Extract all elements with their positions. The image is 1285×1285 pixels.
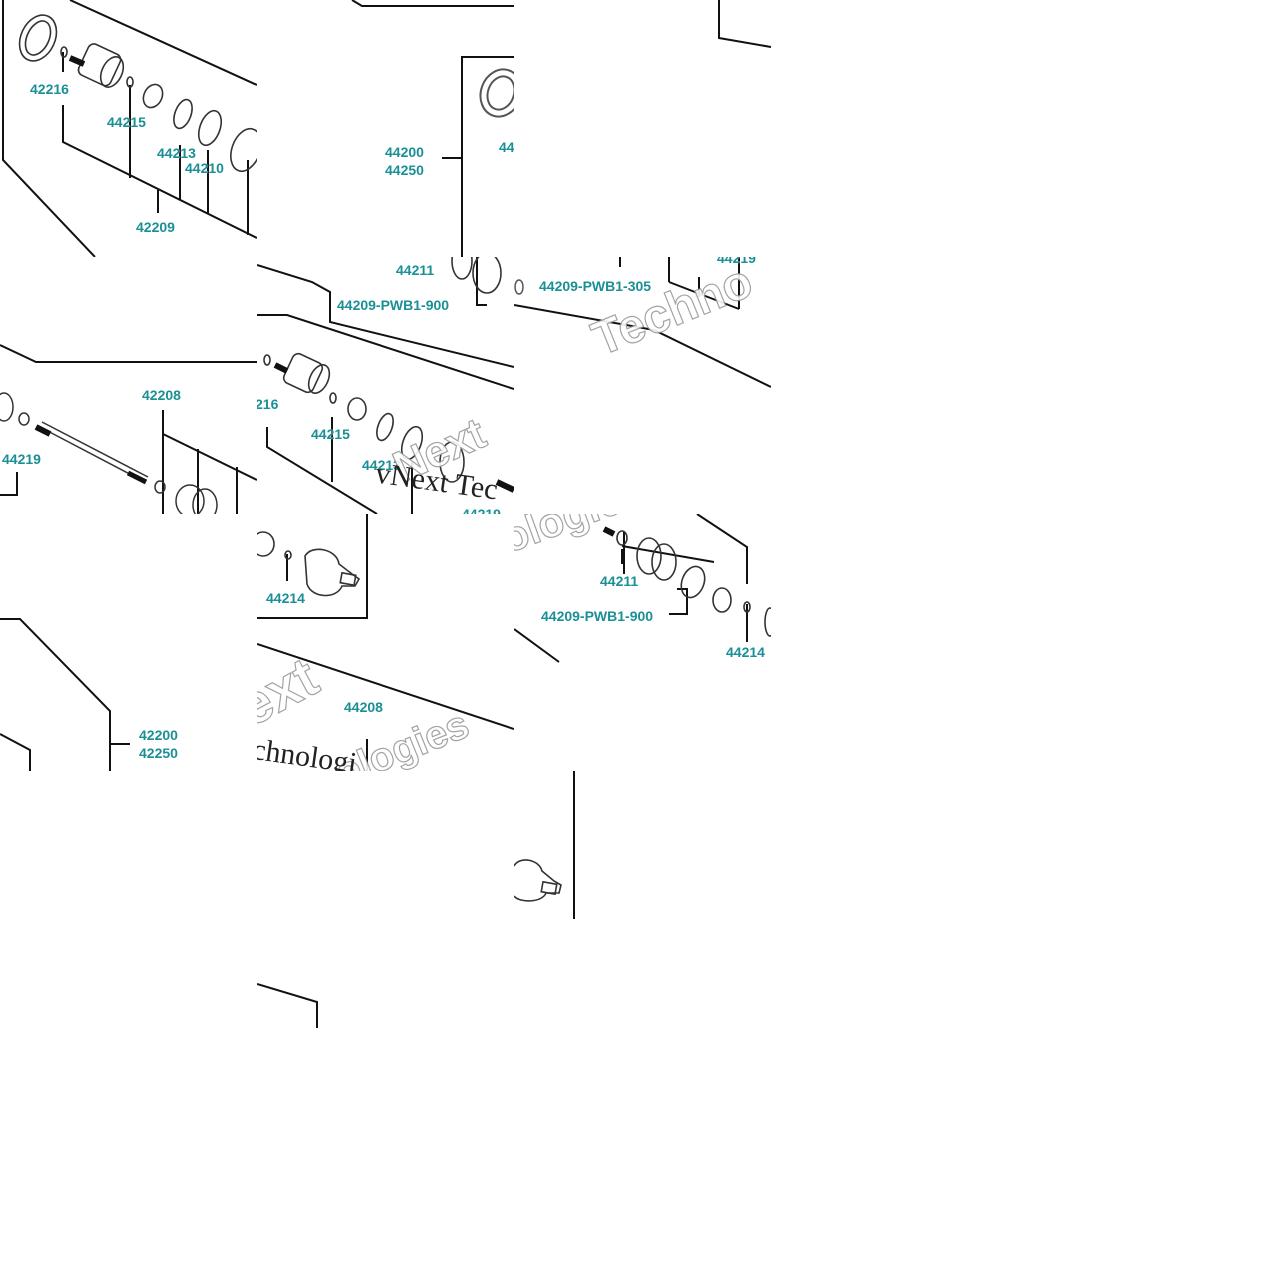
part-label-44209-pwb1-900: 44209-PWB1-900: [337, 297, 450, 313]
part-label-42200: 42200: [139, 727, 178, 743]
part-label-44215: 44215: [107, 114, 146, 130]
part-label-42208: 42208: [142, 387, 181, 403]
part-label-44209-pwb1-305: 44209-PWB1-305: [539, 278, 652, 294]
part-label-42216: 42216: [30, 81, 69, 97]
diagram-tile-r0c1: 44200 44250 44: [257, 0, 514, 257]
tile-drawing: [2, 0, 257, 257]
tile-drawing: [257, 1028, 514, 1285]
part-label-44213: 44213: [157, 145, 196, 161]
tile-drawing: [257, 514, 514, 771]
part-label-44219: 44219: [2, 451, 41, 467]
diagram-tile-r1c2: 44209-PWB1-305 44219 Techno: [514, 257, 771, 514]
part-label-44219-partial: 44219: [717, 257, 756, 266]
part-label-44209-pwb1-900: 44209-PWB1-900: [541, 608, 654, 624]
part-label-44214: 44214: [266, 590, 305, 606]
part-label-42250: 42250: [139, 745, 178, 761]
part-label-44215: 44215: [311, 426, 350, 442]
tile-drawing: [718, 0, 771, 48]
tile-drawing: [351, 0, 514, 257]
part-label-44211: 44211: [600, 573, 639, 589]
part-label-42209: 42209: [136, 219, 175, 235]
tile-drawing: [514, 514, 771, 663]
part-label-42216-partial: 216: [257, 396, 279, 412]
diagram-tile-r4c1: [257, 1028, 514, 1285]
part-label-44208: 44208: [344, 699, 383, 715]
tile-drawing: [514, 771, 575, 919]
part-label-44211: 44211: [396, 262, 435, 278]
diagram-tile-r2c2: 44211 44209-PWB1-900 44214 ologies: [514, 514, 771, 771]
tile-drawing: [0, 618, 130, 771]
tile-drawing: [0, 344, 257, 514]
part-label-44200: 44200: [385, 144, 424, 160]
part-label-44214: 44214: [726, 644, 765, 660]
diagram-tile-r2c0: 42200 42250: [0, 514, 257, 771]
part-label-44250: 44250: [385, 162, 424, 178]
diagram-tile-r2c1: 44214 44208 ext ologies chnologi: [257, 514, 514, 771]
part-label-44210: 44210: [185, 160, 224, 176]
part-label-44213: 44213: [362, 457, 401, 473]
part-label-44-partial: 44: [499, 139, 514, 155]
part-label-44219-partial: 44219: [462, 506, 501, 514]
diagram-tile-r0c2: [514, 0, 771, 257]
diagram-tile-r1c1: 44211 44209-PWB1-900 216 44215 44213 442…: [257, 257, 514, 514]
diagram-tile-r0c0: 42216 44215 44213 44210 42209: [0, 0, 257, 257]
diagram-tile-r1c0: 42208 44219: [0, 257, 257, 514]
diagram-tile-r3c2: [514, 771, 771, 1028]
tile-drawing: [514, 257, 771, 388]
tile-drawing: [257, 257, 514, 514]
diagram-tile-r3c1: [257, 771, 514, 1028]
tile-drawing: [257, 983, 318, 1028]
